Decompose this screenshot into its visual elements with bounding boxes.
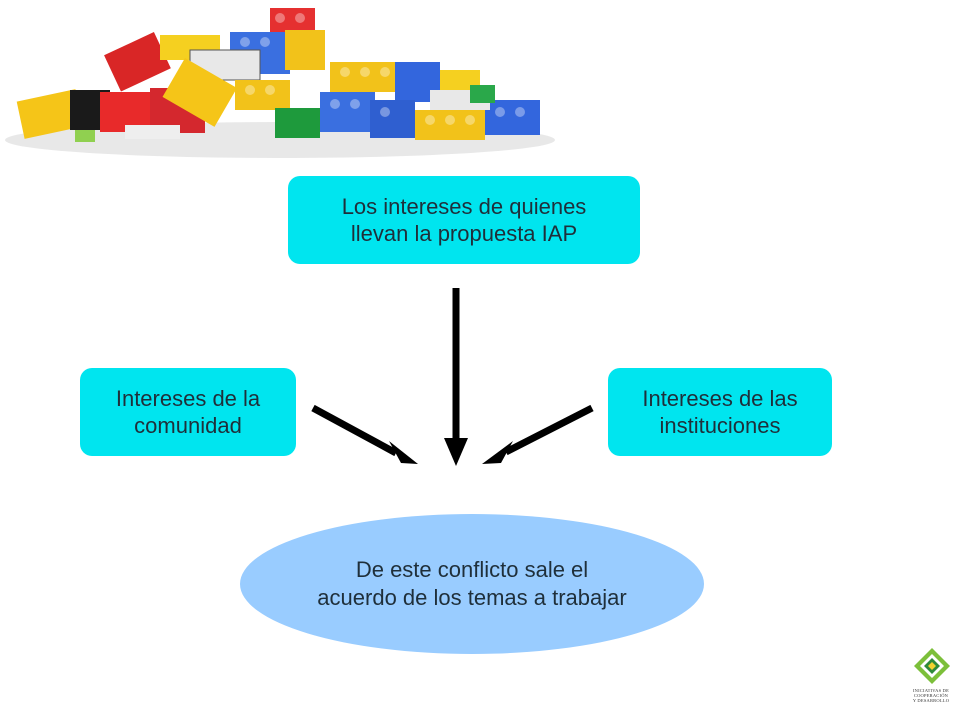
- result-ellipse: De este conflicto sale el acuerdo de los…: [240, 514, 704, 654]
- logo-text: INICIATIVAS DE COOPERACIÓN Y DESARROLLO: [912, 688, 950, 703]
- left-box: Intereses de la comunidad: [80, 368, 296, 456]
- top-box-label: Los intereses de quienes llevan la propu…: [341, 194, 587, 246]
- arrow-left-diagonal: [311, 404, 398, 457]
- arrow-right-diagonal-head: [482, 441, 513, 464]
- arrow-left-diagonal-head: [389, 441, 418, 464]
- arrow-right-diagonal: [504, 404, 594, 456]
- right-box-label: Intereses de las instituciones: [642, 386, 798, 438]
- left-box-label: Intereses de la comunidad: [115, 386, 261, 438]
- arrow-top-down-head: [444, 438, 468, 466]
- result-ellipse-label: De este conflicto sale el acuerdo de los…: [317, 557, 627, 610]
- diamond-logo-icon: [914, 648, 950, 684]
- right-box: Intereses de las instituciones: [608, 368, 832, 456]
- toy-bricks-image: [5, 8, 555, 158]
- top-box: Los intereses de quienes llevan la propu…: [288, 176, 640, 264]
